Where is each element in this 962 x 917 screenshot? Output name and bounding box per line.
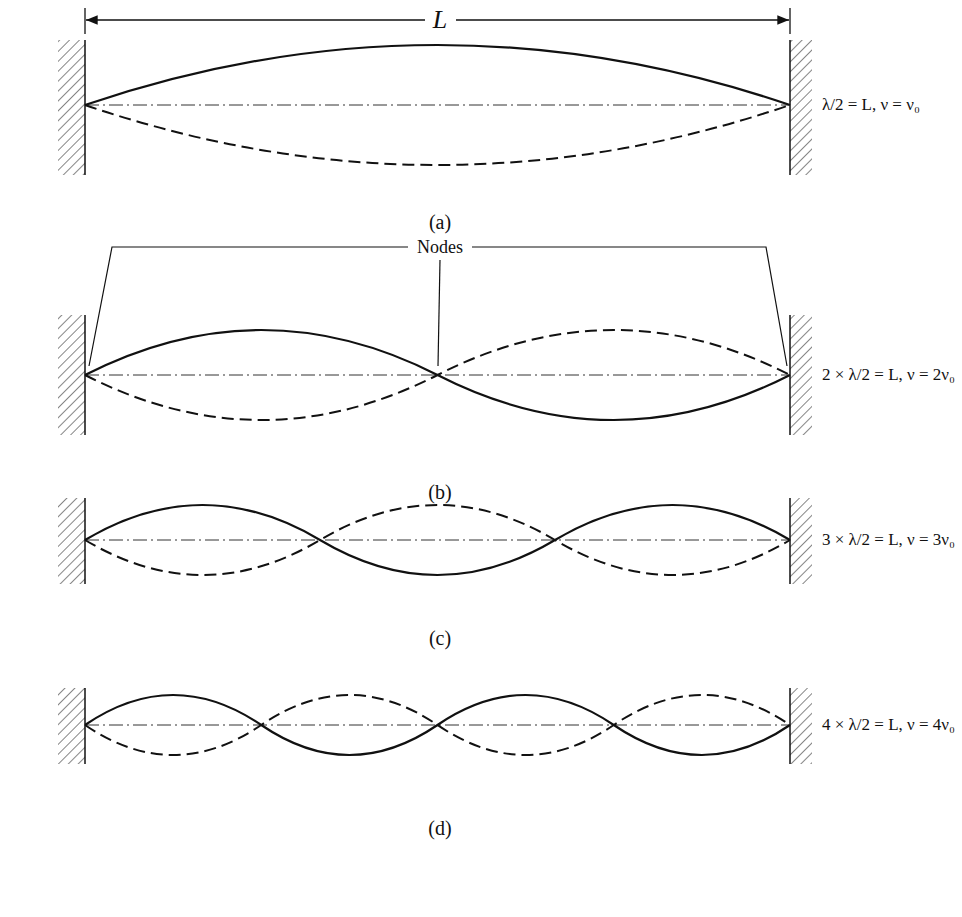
dimension-arrow [86, 19, 425, 20]
string-dashed [85, 505, 790, 575]
wall-hatch [58, 498, 85, 584]
string-solid [85, 45, 790, 105]
mode-equation: 3 × λ/2 = L, ν = 3ν₀ [822, 530, 956, 550]
wall-hatch [790, 40, 812, 175]
leader-line [472, 247, 787, 366]
dimension-arrow [456, 19, 789, 20]
extension-line [84, 8, 85, 34]
string-dashed [85, 695, 790, 755]
panel-letter: (d) [428, 817, 451, 840]
length-label: L [433, 5, 447, 35]
nodes-label: Nodes [417, 237, 463, 258]
wall-hatch [790, 688, 812, 764]
panel-letter: (c) [429, 627, 451, 650]
string-dashed [85, 330, 790, 420]
wall-face [789, 40, 791, 175]
string-solid [85, 695, 790, 755]
wall-face [84, 40, 86, 175]
center-line [85, 540, 790, 541]
fixed-walls [58, 40, 812, 764]
extension-line [789, 8, 790, 34]
wall-hatch [790, 498, 812, 584]
mode-equation: 2 × λ/2 = L, ν = 2ν₀ [822, 365, 956, 385]
center-line [85, 105, 790, 106]
string-solid [85, 505, 790, 575]
wall-hatch [58, 688, 85, 764]
mode-equation: λ/2 = L, ν = ν₀ [822, 95, 956, 115]
string-dashed [85, 105, 790, 165]
wall-hatch [58, 315, 85, 435]
panel-letter: (b) [428, 481, 451, 504]
mode-equation: 4 × λ/2 = L, ν = 4ν₀ [822, 715, 956, 735]
panel-letter: (a) [429, 211, 451, 234]
wall-hatch [58, 40, 85, 175]
leader-line [89, 247, 408, 366]
string-solid [85, 330, 790, 420]
leader-line [438, 260, 440, 366]
wall-hatch [790, 315, 812, 435]
